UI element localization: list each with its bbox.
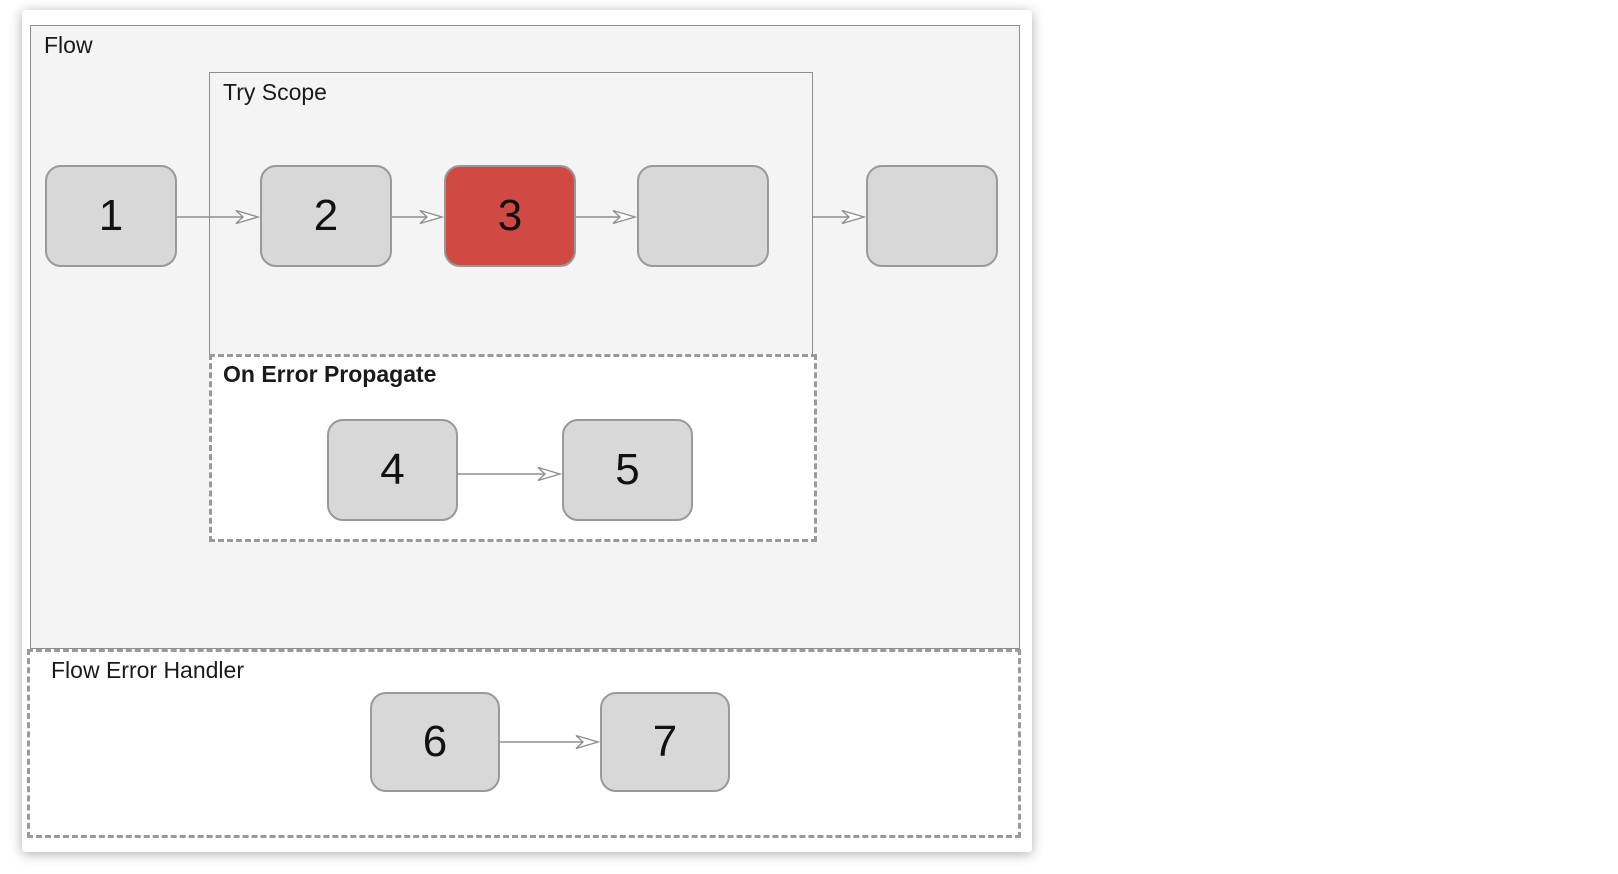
node-5-label: 5	[615, 445, 640, 494]
node-3-error: 3	[444, 165, 576, 267]
arrow-4-to-5	[458, 466, 562, 482]
node-1-label: 1	[98, 191, 124, 240]
node-blank-a	[637, 165, 769, 267]
node-6: 6	[370, 692, 500, 792]
flow-error-handler-title: Flow Error Handler	[51, 657, 244, 683]
arrow-6-to-7	[500, 734, 600, 750]
node-2-label: 2	[313, 191, 339, 240]
arrow-1-to-2	[177, 209, 260, 225]
node-blank-b	[866, 165, 998, 267]
arrow-2-to-3	[392, 209, 444, 225]
node-4: 4	[327, 419, 458, 521]
node-1: 1	[45, 165, 177, 267]
arrow-try-to-next	[813, 209, 866, 225]
node-5: 5	[562, 419, 693, 521]
try-scope-title: Try Scope	[223, 79, 327, 105]
flow-container: Flow	[30, 25, 1020, 649]
node-7-label: 7	[652, 717, 678, 766]
node-6-label: 6	[422, 717, 448, 766]
page: Flow Try Scope On Error Propagate Flow E…	[22, 10, 1032, 852]
node-3-label: 3	[497, 191, 523, 240]
flow-error-handler-container: Flow Error Handler	[27, 649, 1021, 838]
on-error-propagate-title: On Error Propagate	[223, 361, 437, 387]
arrow-3-to-blank	[576, 209, 637, 225]
node-2: 2	[260, 165, 392, 267]
on-error-propagate-container: On Error Propagate	[209, 354, 817, 542]
node-4-label: 4	[380, 445, 405, 494]
node-7: 7	[600, 692, 730, 792]
flow-title: Flow	[44, 32, 93, 58]
